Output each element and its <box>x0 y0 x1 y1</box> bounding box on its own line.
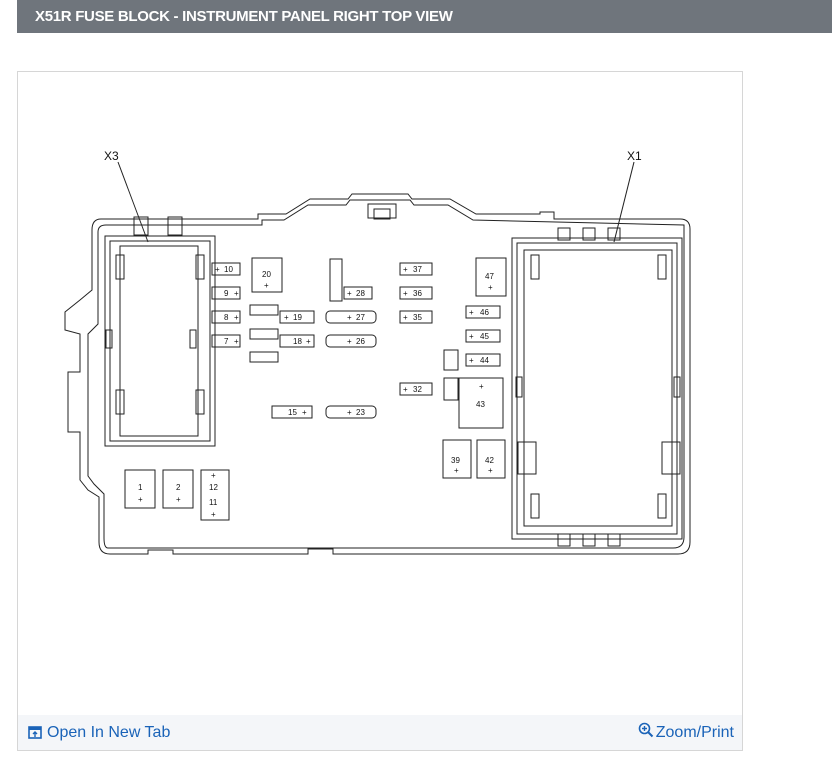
fuse-plus: + <box>138 495 143 504</box>
connector-x3-label: X3 <box>104 149 119 163</box>
fuse-35-label: 35 <box>413 313 422 322</box>
fuse-plus: + <box>347 313 352 322</box>
fuse-15-label: 15 <box>288 408 297 417</box>
fuse-37-label: 37 <box>413 265 422 274</box>
fuse-plus: + <box>215 265 220 274</box>
fuse-42-label: 42 <box>485 456 494 465</box>
fuse-plus: + <box>234 337 239 346</box>
open-in-new-tab-link[interactable]: Open In New Tab <box>28 715 170 750</box>
fuse-26-label: 26 <box>356 337 365 346</box>
fuse-7-label: 7 <box>224 337 229 346</box>
fuse-1-label: 1 <box>138 483 143 492</box>
fuse-8-label: 8 <box>224 313 229 322</box>
fuse-plus: + <box>211 471 216 480</box>
fuse-43-label: 43 <box>476 400 485 409</box>
fuse-plus: + <box>488 466 493 475</box>
fuse-group-bottom-left: 1 + 2 + +12 11 + <box>124 469 230 521</box>
fuse-block-diagram: X3 X1 +10 9 + 8 + 7 + 20 + +19 18 + 15 + +28 +… <box>64 149 691 555</box>
fuse-plus: + <box>284 313 289 322</box>
fuse-plus: + <box>469 356 474 365</box>
fuse-plus: + <box>234 313 239 322</box>
fuse-group-center: +28 +27 +26 +23 +37 +36 +35 +32 <box>325 258 433 419</box>
figure-footer: Open In New Tab Zoom/Print <box>18 715 742 750</box>
page-title: X51R FUSE BLOCK - INSTRUMENT PANEL RIGHT… <box>35 8 453 25</box>
fuse-plus: + <box>347 337 352 346</box>
fuse-plus: + <box>403 265 408 274</box>
fuse-20-label: 20 <box>262 270 271 279</box>
fuse-45-label: 45 <box>480 332 489 341</box>
fuse-11-label: 11 <box>209 498 218 507</box>
fuse-23-label: 23 <box>356 408 365 417</box>
fuse-plus: + <box>302 408 307 417</box>
fuse-plus: + <box>488 283 493 292</box>
fuse-plus: + <box>454 466 459 475</box>
housing-outline <box>64 193 691 555</box>
fuse-plus: + <box>264 281 269 290</box>
fuse-39-label: 39 <box>451 456 460 465</box>
fuse-36-label: 36 <box>413 289 422 298</box>
fuse-plus: + <box>469 308 474 317</box>
fuse-plus: + <box>403 313 408 322</box>
connector-x1 <box>511 227 683 547</box>
zoom-print-label: Zoom/Print <box>655 724 734 741</box>
fuse-plus: + <box>347 289 352 298</box>
fuse-12-label: 12 <box>209 483 218 492</box>
connector-x1-label: X1 <box>627 149 642 163</box>
fuse-plus: + <box>234 289 239 298</box>
fuse-46-label: 46 <box>480 308 489 317</box>
fuse-44-label: 44 <box>480 356 489 365</box>
open-in-new-tab-icon <box>28 725 42 739</box>
fuse-plus: + <box>403 385 408 394</box>
fuse-18-label: 18 <box>293 337 302 346</box>
fuse-plus: + <box>479 382 484 391</box>
fuse-28-label: 28 <box>356 289 365 298</box>
fuse-plus: + <box>176 495 181 504</box>
fuse-group-right: 47+ +46 +45 +44 +43 39+ 42+ <box>442 257 507 479</box>
diagram-frame: X3 X1 +10 9 + 8 + 7 + 20 + +19 18 + 15 + +28 +… <box>17 71 743 751</box>
fuse-47-label: 47 <box>485 272 494 281</box>
fuse-27-label: 27 <box>356 313 365 322</box>
fuse-plus: + <box>347 408 352 417</box>
fuse-group-left: +10 9 + 8 + 7 + 20 + +19 18 + 15 + <box>211 257 315 419</box>
fuse-9-label: 9 <box>224 289 229 298</box>
header-bar: X51R FUSE BLOCK - INSTRUMENT PANEL RIGHT… <box>17 0 832 33</box>
fuse-32-label: 32 <box>413 385 422 394</box>
fuse-plus: + <box>469 332 474 341</box>
connector-x3 <box>104 216 216 447</box>
fuse-plus: + <box>306 337 311 346</box>
fuse-plus: + <box>403 289 408 298</box>
fuse-2-label: 2 <box>176 483 181 492</box>
zoom-in-icon <box>638 722 653 737</box>
fuse-10-label: 10 <box>224 265 233 274</box>
open-in-new-tab-label: Open In New Tab <box>47 724 171 741</box>
zoom-print-link[interactable]: Zoom/Print <box>638 715 734 750</box>
fuse-19-label: 19 <box>293 313 302 322</box>
fuse-plus: + <box>211 510 216 519</box>
